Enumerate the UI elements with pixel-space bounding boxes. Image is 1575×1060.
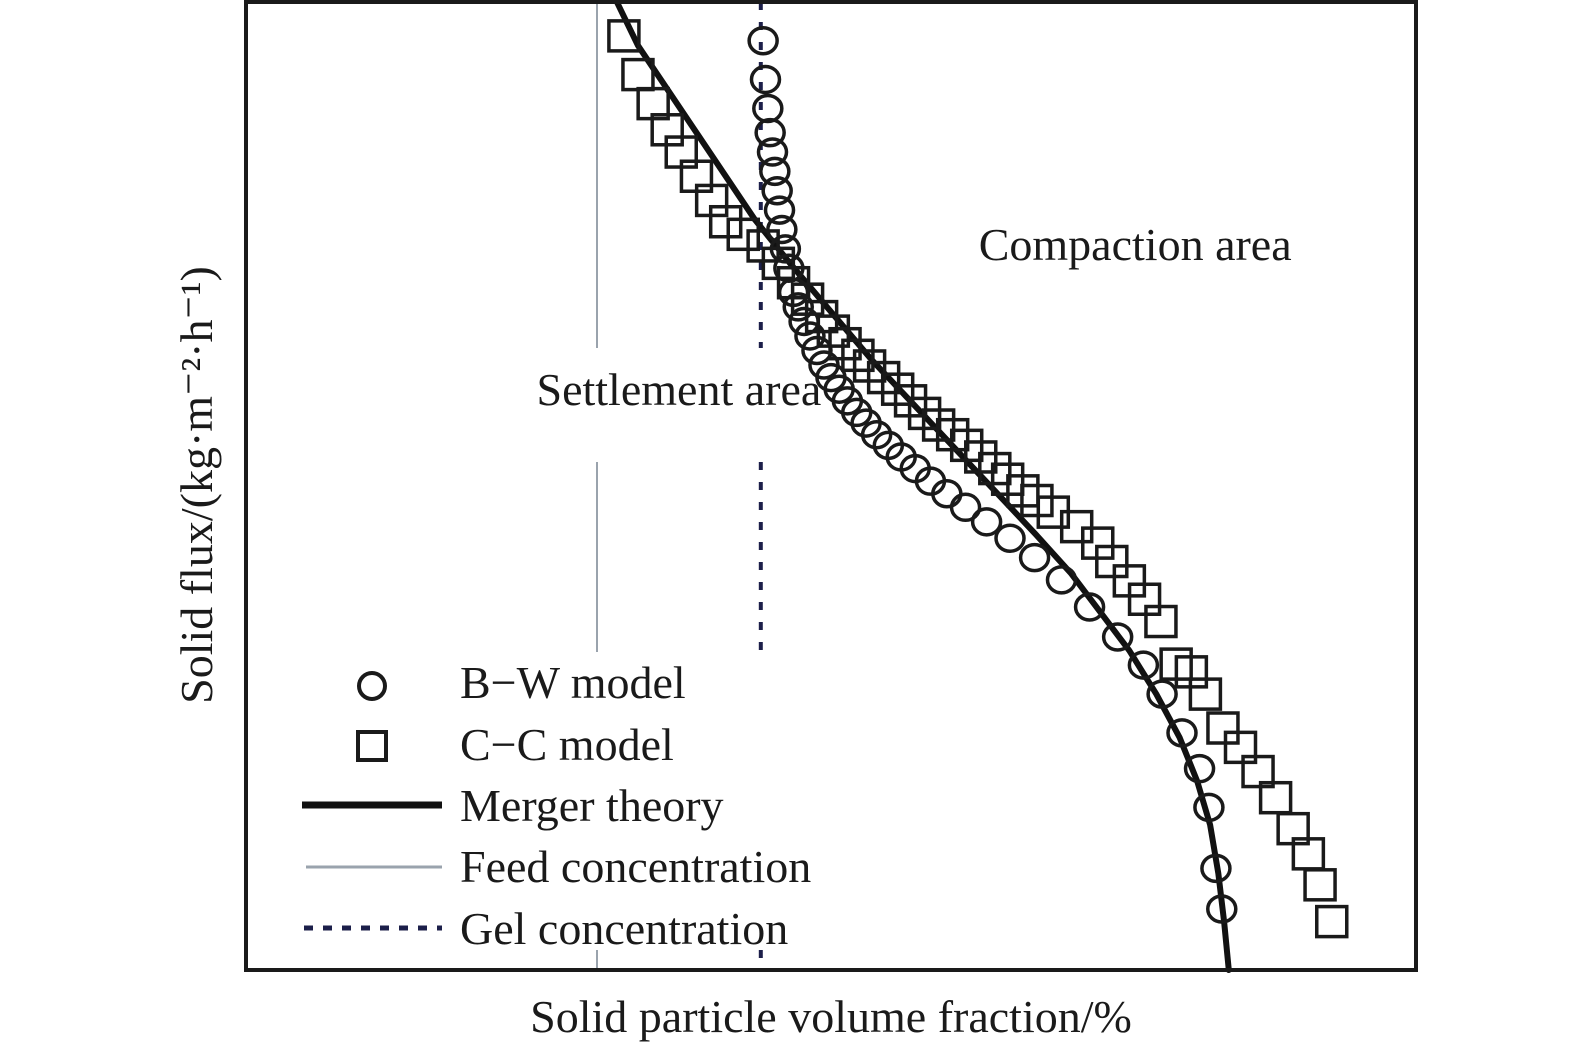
cc-model-point (816, 314, 851, 348)
legend-bw-label: B−W model (460, 657, 686, 708)
cc-model-point (726, 217, 760, 252)
bw-model-point (1166, 718, 1198, 748)
bw-model-point (794, 321, 826, 351)
cc-model-point (880, 372, 915, 406)
bw-model-point (752, 93, 784, 124)
cc-model-point (1188, 677, 1223, 711)
cc-model-point (1315, 904, 1349, 939)
bw-model-point (1045, 565, 1078, 595)
bw-model-point (788, 306, 820, 337)
bw-model-point (749, 64, 782, 95)
bw-model-point (994, 523, 1026, 554)
reference-lines (596, 2, 763, 970)
cc-model-point (1144, 604, 1178, 639)
plot-series (607, 0, 1349, 973)
y-axis-label: Solid flux/(kg·m⁻²·h⁻¹) (171, 266, 222, 704)
bw-model-point (759, 156, 791, 187)
bw-model-point (1200, 853, 1232, 884)
bw-model-point (1127, 650, 1160, 680)
plot-frame (244, 0, 1418, 972)
cc-model-point (708, 204, 743, 239)
bw-model-point (1146, 679, 1178, 709)
compaction-area-label: Compaction area (979, 219, 1292, 270)
cc-model-point (1241, 754, 1275, 789)
cc-model-point (607, 19, 641, 53)
bw-model-point (782, 292, 814, 322)
bw-model-point (970, 507, 1003, 537)
cc-model-point (1095, 544, 1129, 579)
bw-model-point (1193, 792, 1225, 823)
legend: B−W model C−C model Merger theory Feed c… (302, 657, 811, 954)
bw-model-point (777, 277, 810, 308)
bw-model-point (1073, 592, 1106, 622)
legend-feed-label: Feed concentration (460, 841, 811, 892)
bw-model-point (1101, 622, 1134, 652)
bw-model-point (747, 25, 779, 56)
legend-cc-label: C−C model (460, 719, 674, 770)
cc-model-point (1303, 868, 1337, 902)
bw-model-point (754, 117, 786, 148)
legend-bw-marker (357, 671, 387, 701)
legend-cc-marker (356, 730, 388, 762)
x-axis-label: Solid particle volume fraction/% (530, 991, 1132, 1042)
legend-gel-label: Gel concentration (460, 903, 788, 954)
bw-model-point (1018, 542, 1051, 573)
bw-model-point (801, 335, 833, 366)
cc-model-point (1206, 711, 1240, 745)
settlement-area-label: Settlement area (536, 364, 821, 415)
cc-model-point (1258, 780, 1293, 815)
cc-model-point (978, 451, 1012, 486)
bw-model-point (769, 234, 802, 264)
cc-model-point (1223, 730, 1258, 765)
legend-merger-label: Merger theory (460, 780, 724, 831)
bw-model-point (763, 195, 796, 225)
bw-model-point (1206, 894, 1238, 924)
bw-model-point (766, 214, 798, 245)
bw-model-point (761, 176, 793, 206)
bw-model-point (756, 137, 789, 167)
bw-model-point (860, 419, 893, 450)
cc-model-point (841, 338, 875, 373)
bw-model-point (1183, 753, 1216, 784)
bw-model-point (949, 492, 982, 523)
